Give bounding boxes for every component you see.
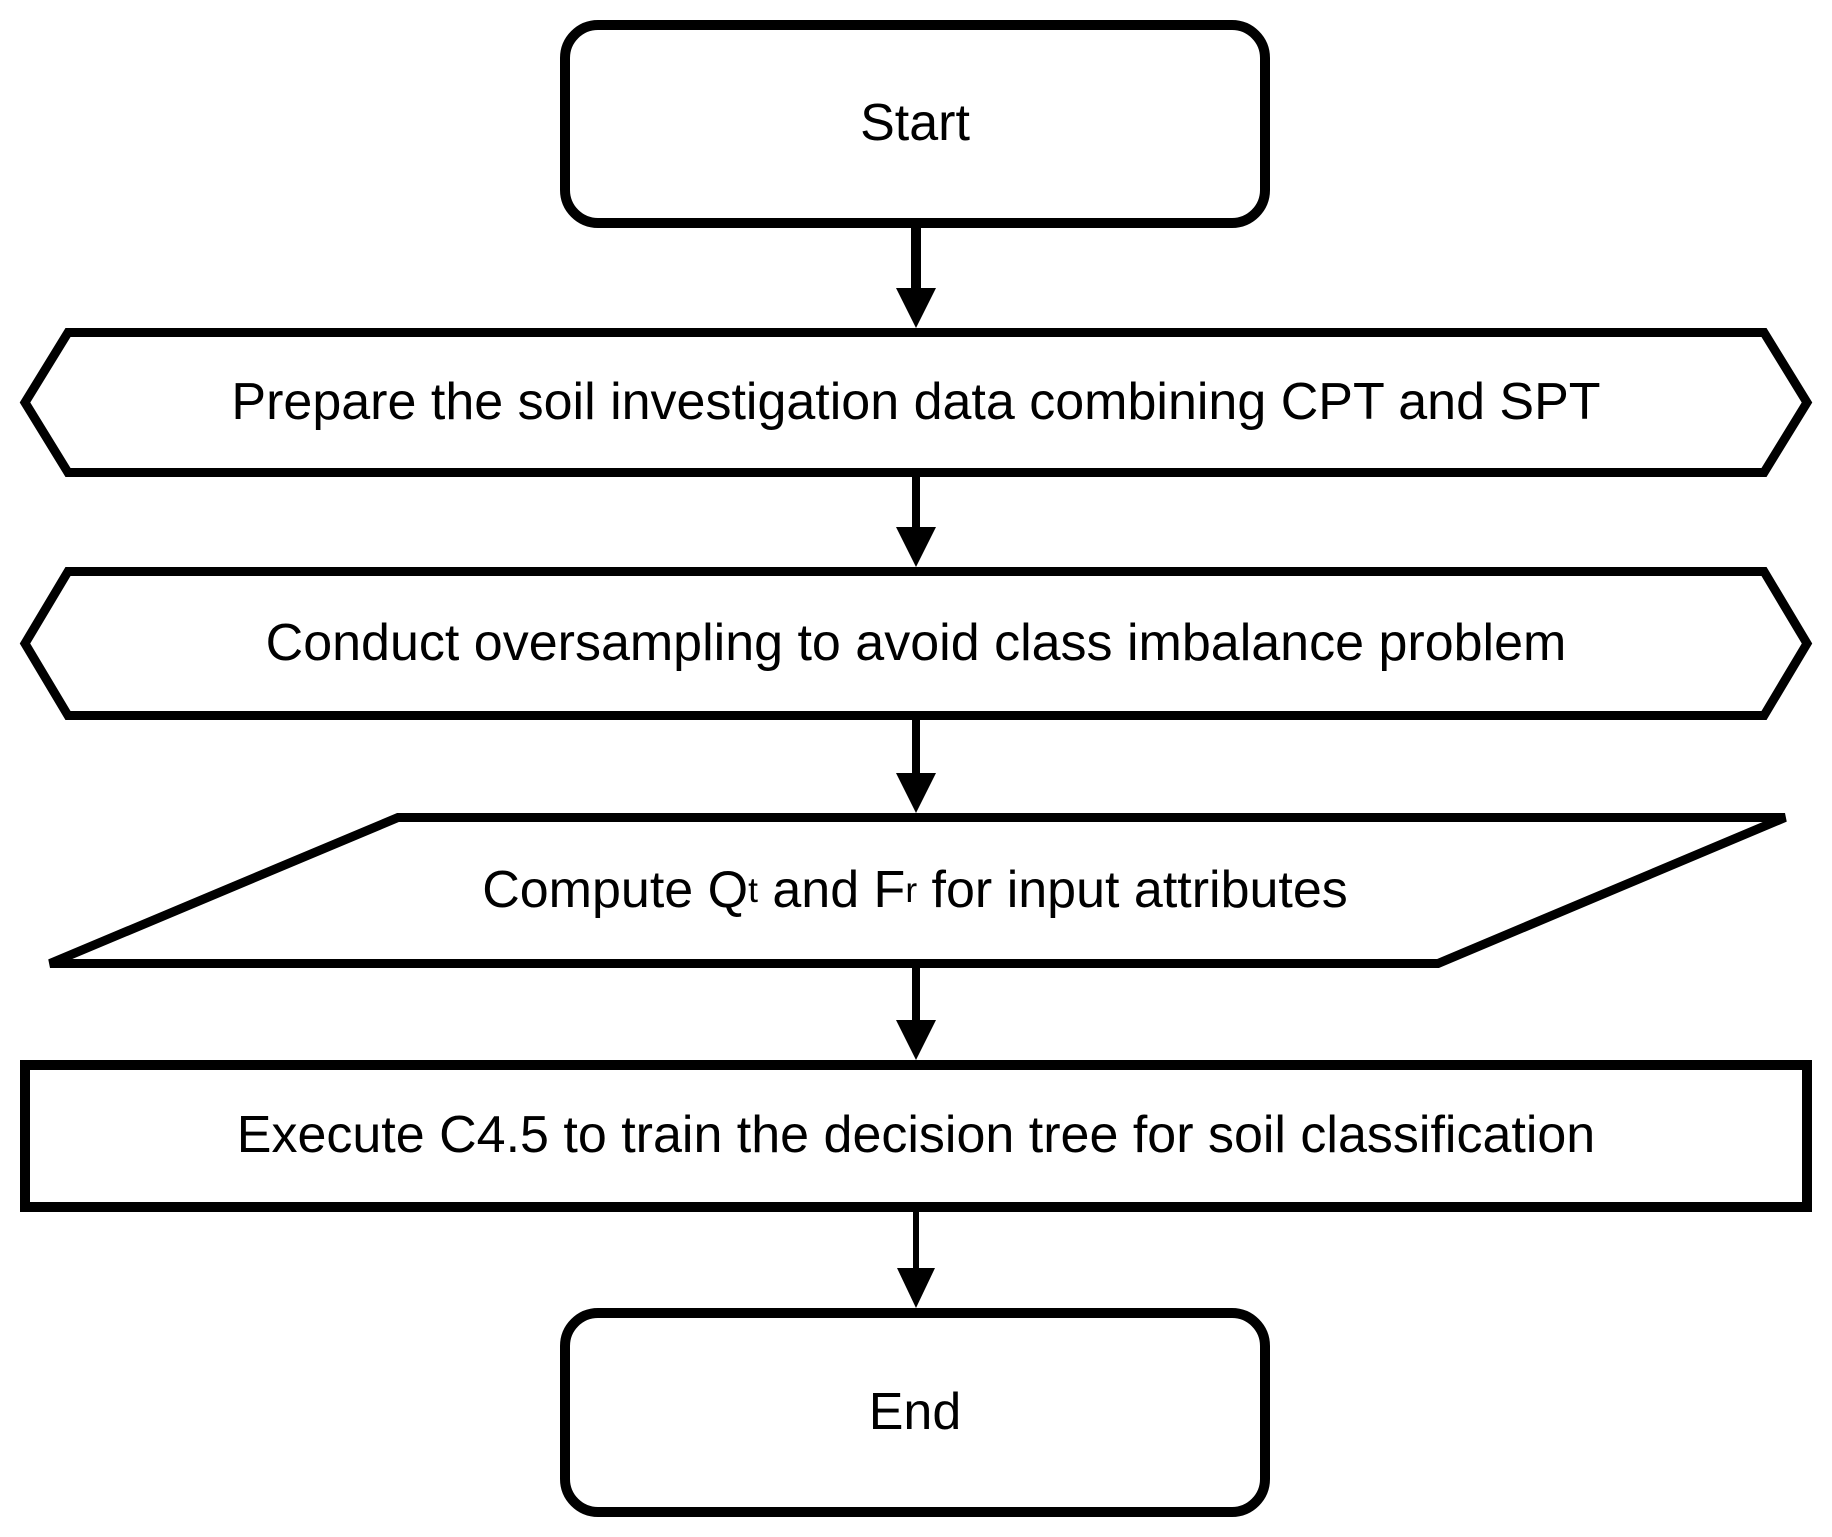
- compute-label-part: Compute Q: [482, 860, 749, 919]
- node-oversampling: Conduct oversampling to avoid class imba…: [19, 567, 1813, 720]
- hexagon-outline: [19, 567, 1813, 720]
- arrow-oversampling-to-compute-icon: [896, 720, 936, 813]
- arrow-train-to-end-icon: [897, 1212, 935, 1308]
- node-prepare-data: Prepare the soil investigation data comb…: [19, 328, 1813, 477]
- node-prepare-data-label: Prepare the soil investigation data comb…: [231, 372, 1601, 431]
- compute-label-part: and F: [757, 860, 906, 919]
- arrow-compute-to-train-icon: [896, 968, 936, 1060]
- arrow-prepare-to-oversampling-icon: [896, 477, 936, 567]
- arrow-start-to-prepare-icon: [896, 228, 936, 328]
- node-end: End: [560, 1308, 1270, 1517]
- parallelogram-outline: [48, 813, 1787, 968]
- node-end-label: End: [868, 1382, 962, 1441]
- node-train-tree-label: Execute C4.5 to train the decision tree …: [236, 1106, 1596, 1165]
- compute-label-part: for input attributes: [917, 860, 1348, 919]
- node-oversampling-label: Conduct oversampling to avoid class imba…: [265, 613, 1567, 672]
- hexagon-outline: [19, 328, 1813, 477]
- node-start: Start: [560, 20, 1270, 228]
- node-train-tree: Execute C4.5 to train the decision tree …: [20, 1060, 1812, 1212]
- node-start-label: Start: [860, 94, 970, 153]
